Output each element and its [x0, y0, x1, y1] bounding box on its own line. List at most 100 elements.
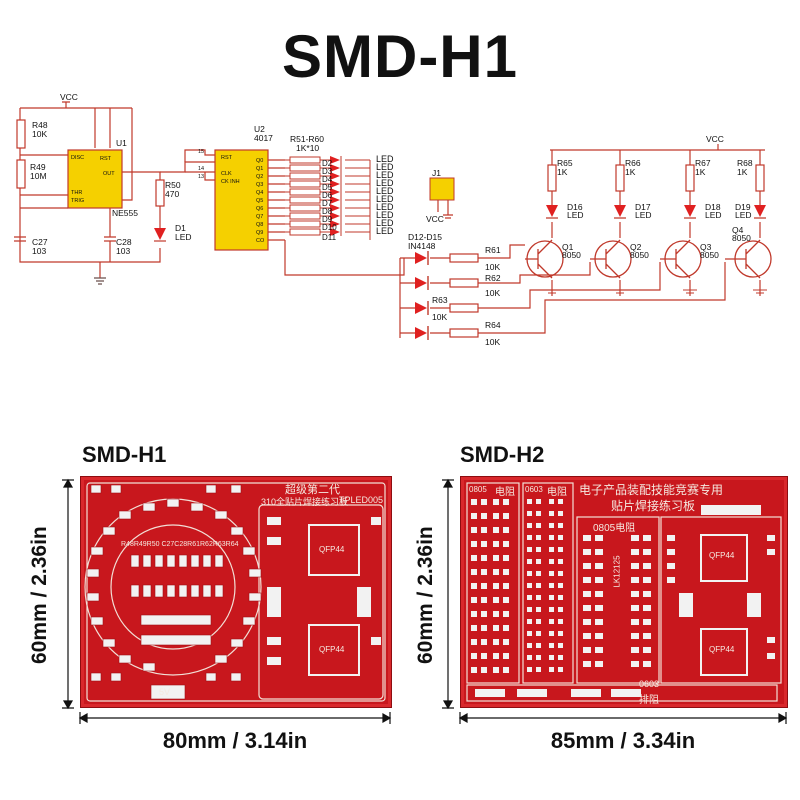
cd4017-pin: Q8: [256, 222, 263, 228]
pcb2-chip-label: QFP44: [709, 551, 735, 560]
r66-value: 1K: [625, 167, 636, 177]
pcb2-section-label: 0805电阻: [593, 523, 636, 534]
board1-label: SMD-H1: [82, 442, 167, 467]
r68-name: R68: [737, 158, 753, 168]
led-label: LED: [376, 154, 394, 164]
board2-width: 85mm / 3.34in: [550, 728, 696, 753]
cd4017-pin: Q9: [256, 230, 263, 236]
j1-name: J1: [432, 168, 441, 178]
r48-name: R48: [32, 120, 48, 130]
cd4017-chip: [214, 149, 269, 251]
r61-value: 10K: [485, 262, 500, 272]
d16-name: D16: [567, 202, 583, 212]
d18-value: LED: [705, 210, 722, 220]
r64-name: R64: [485, 320, 501, 330]
d19-name: D19: [735, 202, 751, 212]
board1-height: 60mm / 2.36in: [28, 526, 51, 664]
q3-name: Q3: [700, 242, 712, 252]
d16-value: LED: [567, 210, 584, 220]
ne555-pin: DISC: [71, 155, 84, 161]
ground-icon: [94, 277, 106, 285]
pcb2-col1b-label: 电阻: [495, 487, 515, 498]
cd4017-pin: Q1: [256, 166, 263, 172]
led-ref: D4: [322, 175, 333, 184]
r68-value: 1K: [737, 167, 748, 177]
led-label: LED: [376, 178, 394, 188]
u2-part: 4017: [254, 133, 273, 143]
ne555-pin: OUT: [103, 171, 115, 177]
r49-value: 10M: [30, 171, 47, 181]
led-ref: D10: [322, 223, 337, 232]
pcb2-col1-label: 0805: [469, 485, 487, 494]
led-label: LED: [376, 210, 394, 220]
c28-value: 103: [116, 246, 130, 256]
pcb1-chip2-label: QFP44: [319, 645, 345, 654]
pcb1-ring-text: R48R49R50 C27C28R61R62R63R64: [121, 541, 239, 548]
ne555-pin: THR: [71, 190, 82, 196]
pcb2-col2b-label: 电阻: [547, 487, 567, 498]
ne555-pin: TRIG: [71, 198, 84, 204]
led-ref: D9: [322, 215, 333, 224]
led-label: LED: [376, 202, 394, 212]
pcb2-layout: [466, 482, 782, 702]
dimension-lines: [62, 478, 788, 724]
pin-number: 14: [198, 166, 204, 172]
q1-name: Q1: [562, 242, 574, 252]
led-label: LED: [376, 218, 394, 228]
cd4017-pin: Q4: [256, 190, 263, 196]
pcb1-chip-label: QFP44: [319, 545, 345, 554]
ne555-pin: RST: [100, 156, 112, 162]
pcb1-silk-title: 超级第二代: [285, 484, 340, 496]
circuit-schematic: LED LED LED LED LED LED LED LED LED LED …: [14, 92, 772, 347]
r66-name: R66: [625, 158, 641, 168]
rarray-name: R51-R60: [290, 134, 324, 144]
q2-name: Q2: [630, 242, 642, 252]
pcb2-silk-title: 电子产品装配技能竞赛专用: [579, 483, 724, 497]
pcb2-chip2-label: QFP44: [709, 645, 735, 654]
d17-name: D17: [635, 202, 651, 212]
r62-name: R62: [485, 273, 501, 283]
qfp-footprint: [308, 524, 360, 676]
cd4017-pin: Q0: [256, 158, 263, 164]
cd4017-pin: Q6: [256, 206, 263, 212]
pcb2-bottom-label: 0603: [639, 679, 660, 689]
vcc-right-label: VCC: [706, 134, 724, 144]
cd4017-pin: CO: [256, 238, 265, 244]
pin-number: 13: [198, 174, 204, 180]
led-ref: D5: [322, 183, 333, 192]
led-ref: D3: [322, 167, 333, 176]
d1-name: D1: [175, 223, 186, 233]
q4-name: Q4: [732, 225, 744, 235]
led-ref: D7: [322, 199, 333, 208]
r49-name: R49: [30, 162, 46, 172]
cd4017-pin: Q3: [256, 182, 263, 188]
pcb1-silk-code: TPLED005: [339, 495, 384, 505]
diodes-part: IN4148: [408, 241, 436, 251]
pcb1-5v-label: 5V: [159, 687, 171, 697]
pcb2-bottom2-label: 排阻: [639, 695, 659, 706]
j1-connector: [429, 177, 455, 201]
cd4017-pin: CK INH: [221, 179, 240, 185]
pcb2-col2-label: 0603: [525, 485, 543, 494]
c27-value: 103: [32, 246, 46, 256]
d19-value: LED: [735, 210, 752, 220]
pcb2-silk-subtitle: 贴片焊接练习板: [611, 499, 696, 513]
led-label: LED: [376, 162, 394, 172]
u1-name: U1: [116, 138, 127, 148]
cd4017-pin: Q7: [256, 214, 263, 220]
pcb-board-smd-h1: 超级第二代 310全贴片焊接练习板 TPLED005 QFP44 QFP44 R…: [80, 476, 392, 708]
pin-number: 15: [198, 149, 204, 155]
u1-part: NE555: [112, 208, 138, 218]
rarray-value: 1K*10: [296, 143, 319, 153]
vcc-label: VCC: [60, 92, 78, 102]
led-ref: D2: [322, 159, 333, 168]
pcb1-layout: [84, 482, 386, 702]
led-label: LED: [376, 170, 394, 180]
r67-value: 1K: [695, 167, 706, 177]
pcb1-silk-subtitle: 310全贴片焊接练习板: [261, 497, 349, 507]
r65-name: R65: [557, 158, 573, 168]
r63-value: 10K: [432, 312, 447, 322]
board2-label: SMD-H2: [460, 442, 545, 467]
pcb2-ic-label: LK12125: [612, 555, 622, 588]
q2-value: 8050: [630, 250, 649, 260]
